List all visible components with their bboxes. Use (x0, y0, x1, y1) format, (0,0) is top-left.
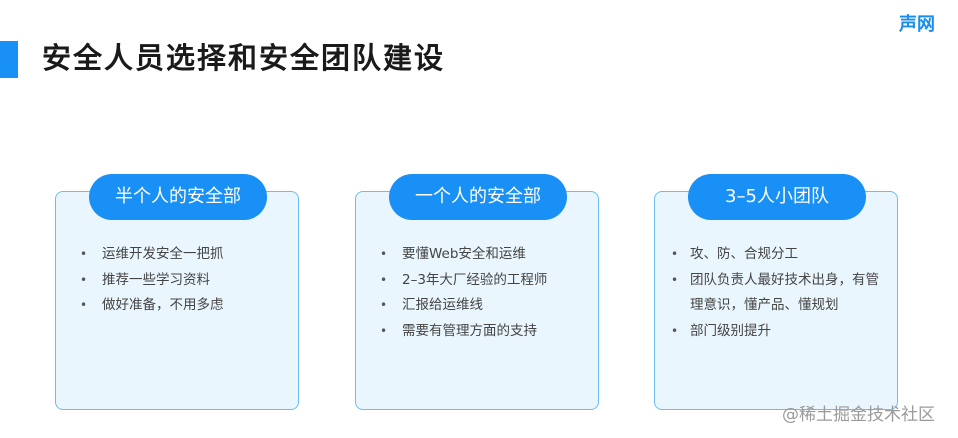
list-item: • 推荐一些学习资料 (56, 268, 298, 294)
list-item: • 运维开发安全一把抓 (56, 242, 298, 268)
list-item: • 团队负责人最好技术出身，有管理意识，懂产品、懂规划 (655, 268, 897, 319)
card-small-team: 3–5人小团队 • 攻、防、合规分工 • 团队负责人最好技术出身，有管理意识，懂产品… (654, 174, 898, 410)
bullet-icon: • (380, 298, 388, 312)
list-item-text: 攻、防、合规分工 (690, 246, 798, 262)
brand-logo: 声网 (899, 14, 935, 35)
title-accent-bar (0, 41, 18, 78)
list-item: • 做好准备，不用多虑 (56, 293, 298, 319)
card-title-pill: 一个人的安全部 (389, 174, 567, 220)
card-half-person-security: 半个人的安全部 • 运维开发安全一把抓 • 推荐一些学习资料 • 做好准备，不用多虑 (55, 174, 299, 410)
list-item-text: 要懂Web安全和运维 (402, 246, 526, 262)
list-item-text: 推荐一些学习资料 (102, 271, 210, 288)
card-title-pill: 半个人的安全部 (89, 174, 267, 220)
card-title-pill: 3–5人小团队 (688, 174, 866, 220)
bullet-icon: • (80, 272, 88, 287)
list-item-text: 需要有管理方面的支持 (402, 322, 537, 339)
list-item: • 需要有管理方面的支持 (356, 319, 598, 345)
bullet-icon: • (671, 272, 679, 287)
list-item-text: 运维开发安全一把抓 (102, 246, 224, 262)
bullet-icon: • (671, 247, 679, 261)
watermark: @稀土掘金技术社区 (782, 405, 935, 425)
list-item-text: 2–3年大厂经验的工程师 (402, 271, 548, 288)
list-item: • 要懂Web安全和运维 (356, 242, 598, 268)
list-item: • 部门级别提升 (655, 319, 897, 345)
card-item-list: • 要懂Web安全和运维 • 2–3年大厂经验的工程师 • 汇报给运维线 • 需要有管理… (356, 242, 598, 344)
card-one-person-security: 一个人的安全部 • 要懂Web安全和运维 • 2–3年大厂经验的工程师 • 汇报给运维… (355, 174, 599, 410)
card-item-list: • 运维开发安全一把抓 • 推荐一些学习资料 • 做好准备，不用多虑 (56, 242, 298, 319)
bullet-icon: • (80, 247, 88, 261)
bullet-icon: • (671, 323, 679, 338)
list-item-text: 汇报给运维线 (402, 297, 483, 313)
list-item-text: 部门级别提升 (690, 322, 771, 339)
list-item: • 2–3年大厂经验的工程师 (356, 268, 598, 294)
list-item: • 汇报给运维线 (356, 293, 598, 319)
bullet-icon: • (380, 272, 388, 287)
list-item-text: 做好准备，不用多虑 (102, 297, 224, 313)
bullet-icon: • (80, 298, 88, 312)
list-item: • 攻、防、合规分工 (655, 242, 897, 268)
page-title: 安全人员选择和安全团队建设 (42, 41, 446, 75)
list-item-text: 团队负责人最好技术出身，有管理意识，懂产品、懂规划 (690, 271, 879, 314)
bullet-icon: • (380, 247, 388, 261)
card-item-list: • 攻、防、合规分工 • 团队负责人最好技术出身，有管理意识，懂产品、懂规划 • 部门… (655, 242, 897, 344)
bullet-icon: • (380, 323, 388, 338)
